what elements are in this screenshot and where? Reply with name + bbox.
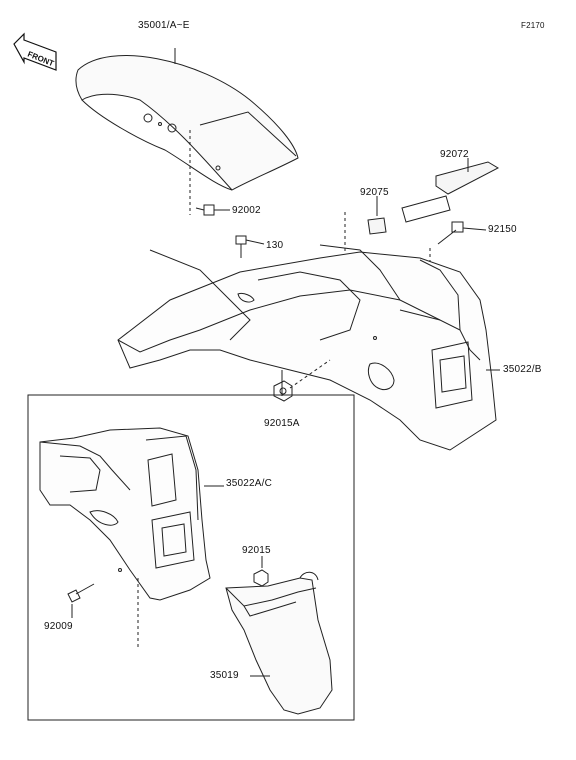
part-label-92150: 92150 (488, 224, 517, 235)
part-label-130: 130 (266, 240, 284, 251)
leader-92150 (462, 227, 487, 231)
mudguard-35019 (225, 571, 333, 715)
bolt-92009-icon (67, 583, 95, 603)
strap-92072-icon (401, 161, 500, 223)
nut-92015-icon (253, 569, 269, 587)
front-arrow-icon: FRONT (13, 32, 57, 71)
bolt-92150-icon (437, 221, 464, 245)
part-label-92075: 92075 (360, 187, 389, 198)
part-label-35019: 35019 (210, 670, 239, 681)
part-label-35022b: 35022/B (503, 364, 542, 375)
part-label-35001: 35001/A~E (138, 20, 190, 31)
bolt-130-icon (235, 235, 247, 258)
front-fender (75, 55, 299, 191)
bolt-92002-icon (195, 204, 222, 216)
part-label-92015: 92015 (242, 545, 271, 556)
rear-fender-variant (39, 427, 211, 601)
figure-id: F2170 (521, 21, 545, 30)
nut-92015a-icon (273, 380, 293, 402)
variant-frame (27, 394, 355, 721)
part-label-92072: 92072 (440, 149, 469, 160)
part-label-35022ac: 35022A/C (226, 478, 273, 489)
part-label-92015a: 92015A (264, 418, 300, 429)
part-label-92009: 92009 (44, 621, 73, 632)
leader-130 (245, 239, 265, 245)
nut-92015a-dash (289, 359, 331, 389)
pad-92075-icon (367, 217, 387, 235)
rear-fender-upper (117, 244, 497, 451)
part-label-92002: 92002 (232, 205, 261, 216)
